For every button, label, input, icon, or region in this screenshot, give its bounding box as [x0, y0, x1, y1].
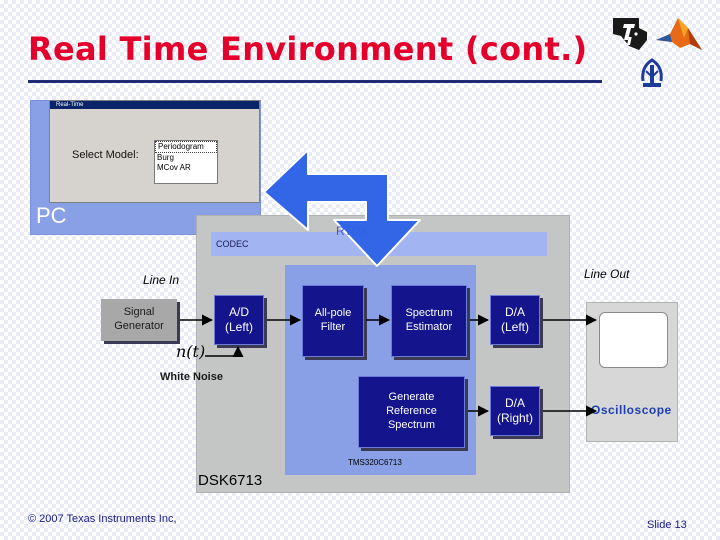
model-select-window: Real-Time Select Model: Periodogram Burg…	[49, 100, 260, 203]
da-left-block: D/A (Left)	[490, 295, 540, 345]
oscilloscope-label: Oscilloscope	[591, 403, 672, 417]
select-model-label: Select Model:	[72, 149, 139, 161]
generate-reference-line-3: Spectrum	[387, 418, 436, 431]
slide-number: Slide 13	[647, 519, 687, 531]
slide-title: Real Time Environment (cont.)	[28, 30, 588, 68]
da-left-line-1: D/A	[504, 305, 525, 319]
all-pole-line-2: Filter	[320, 321, 346, 333]
oscilloscope-screen	[599, 312, 668, 368]
window-title: Real-Time	[56, 102, 84, 108]
pc-label: PC	[36, 203, 67, 228]
matlab-logo-icon	[656, 18, 702, 50]
da-right-line-2: (Right)	[496, 411, 533, 425]
da-right-line-1: D/A	[504, 396, 525, 410]
model-option-mcov-ar[interactable]: MCov AR	[157, 163, 191, 172]
ad-left-block: A/D (Left)	[214, 295, 264, 345]
spectrum-estimator-line-2: Estimator	[405, 321, 453, 333]
copyright-text: © 2007 Texas Instruments Inc,	[28, 513, 177, 525]
chip-label: TMS320C6713	[348, 458, 402, 467]
spectrum-estimator-block: Spectrum Estimator	[391, 285, 467, 357]
model-listbox[interactable]: Periodogram Burg MCov AR	[154, 140, 218, 184]
noise-symbol: n(t)	[176, 342, 206, 361]
title-underline	[28, 80, 602, 83]
da-right-block: D/A (Right)	[490, 386, 540, 436]
university-emblem-icon	[641, 58, 663, 87]
all-pole-filter-block: All-pole Filter	[302, 285, 364, 357]
ad-line-2: (Left)	[224, 320, 253, 334]
window-titlebar: Real-Time	[50, 101, 259, 109]
line-out-label: Line Out	[584, 267, 630, 281]
codec-label: CODEC	[216, 239, 249, 249]
model-option-burg[interactable]: Burg	[157, 153, 174, 162]
rtdx-label: RTDX	[336, 224, 369, 238]
signal-generator-line-1: Signal	[123, 306, 155, 319]
ad-line-1: A/D	[228, 305, 249, 319]
model-option-periodogram[interactable]: Periodogram	[155, 141, 217, 153]
rtdx-arrow-icon	[264, 149, 421, 267]
line-in-label: Line In	[143, 273, 180, 287]
signal-generator-block: Signal Generator	[101, 299, 177, 341]
generate-reference-line-2: Reference	[386, 405, 437, 418]
board-label: DSK6713	[198, 472, 263, 489]
da-left-line-2: (Left)	[500, 320, 529, 334]
spectrum-estimator-line-1: Spectrum	[405, 307, 453, 320]
texas-instruments-logo-icon	[613, 18, 647, 50]
signal-generator-line-2: Generator	[114, 320, 164, 332]
all-pole-line-1: All-pole	[314, 307, 352, 320]
generate-reference-line-1: Generate	[388, 391, 435, 404]
generate-reference-block: Generate Reference Spectrum	[358, 376, 465, 448]
white-noise-label: White Noise	[160, 371, 223, 383]
